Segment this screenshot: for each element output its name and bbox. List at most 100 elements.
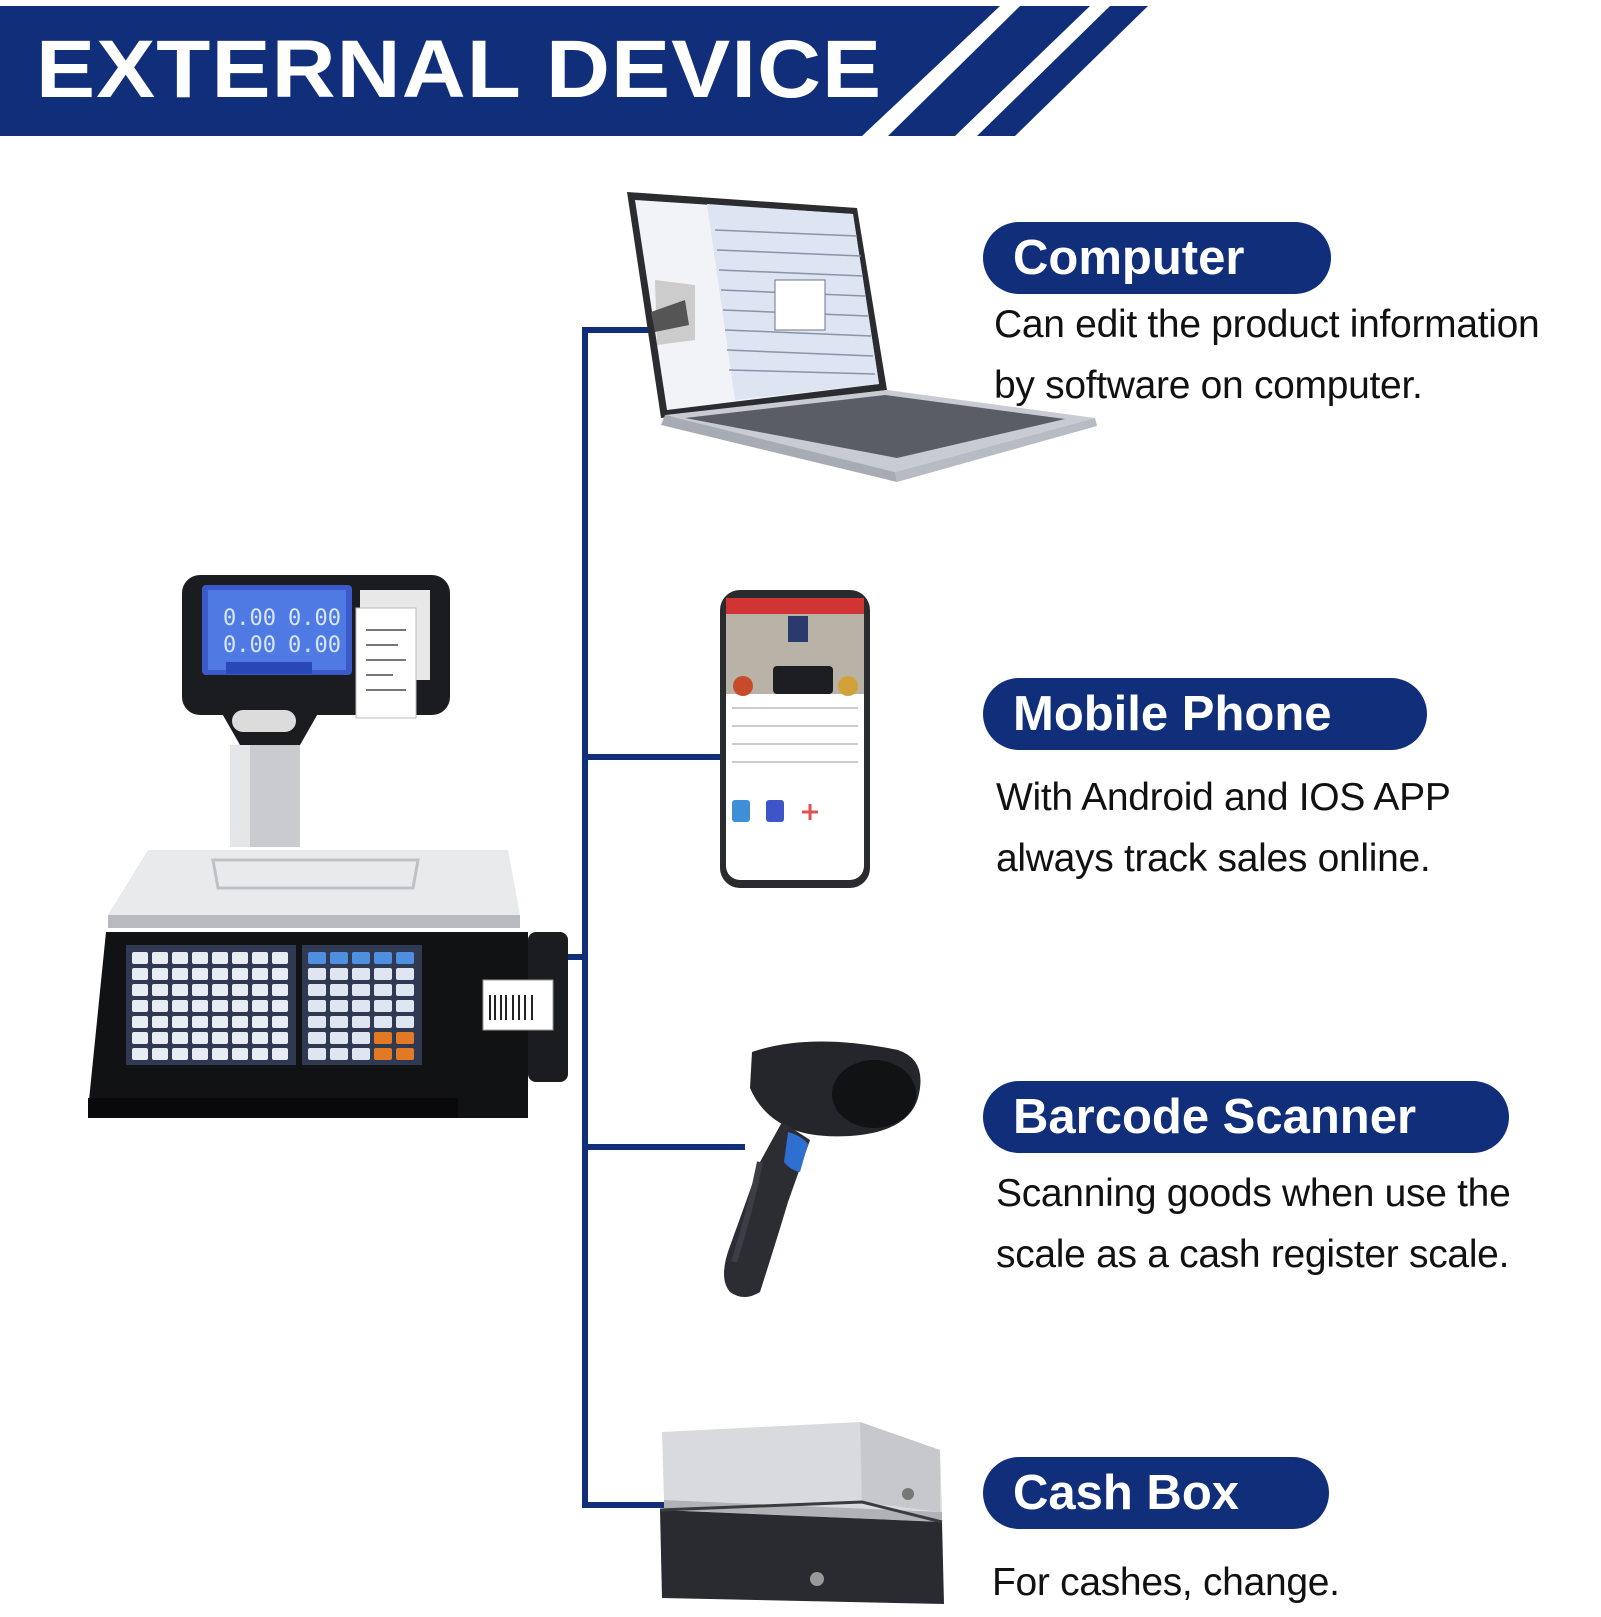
scale-key xyxy=(330,968,348,980)
label-scale-illustration: 0.00 0.00 0.00 0.00 xyxy=(88,575,568,1118)
scale-key xyxy=(308,952,326,964)
scale-key xyxy=(132,968,148,980)
svg-text:0.00: 0.00 xyxy=(288,606,341,631)
scale-key xyxy=(132,984,148,996)
scale-key xyxy=(132,1048,148,1060)
scale-key xyxy=(192,984,208,996)
scale-key xyxy=(212,984,228,996)
scale-key xyxy=(252,1016,268,1028)
scale-key xyxy=(374,1016,392,1028)
scale-key xyxy=(330,952,348,964)
scale-key xyxy=(152,1016,168,1028)
scale-key xyxy=(252,1000,268,1012)
barcode-scanner-label: Barcode Scanner xyxy=(983,1081,1509,1153)
scale-key xyxy=(192,1032,208,1044)
header-stripes xyxy=(0,6,1148,136)
scale-key xyxy=(212,952,228,964)
mobile-phone-description: With Android and IOS APP always track sa… xyxy=(996,767,1451,889)
scale-key xyxy=(232,984,248,996)
scale-key xyxy=(192,968,208,980)
scale-key xyxy=(374,1048,392,1060)
scale-key xyxy=(212,1048,228,1060)
scale-key xyxy=(352,952,370,964)
barcode-scanner-description-line: scale as a cash register scale. xyxy=(996,1233,1510,1276)
scale-key xyxy=(308,1048,326,1060)
scale-key xyxy=(192,1048,208,1060)
scale-key xyxy=(192,952,208,964)
scale-key xyxy=(374,968,392,980)
scale-key xyxy=(308,1016,326,1028)
scale-key xyxy=(330,1032,348,1044)
scale-key xyxy=(172,1000,188,1012)
scale-key xyxy=(330,1000,348,1012)
scale-key xyxy=(272,968,288,980)
laptop-illustration xyxy=(627,192,1097,482)
mobile-phone-illustration xyxy=(720,590,870,888)
computer-label: Computer xyxy=(983,222,1331,294)
scale-key xyxy=(330,984,348,996)
scale-key xyxy=(272,1000,288,1012)
scale-key xyxy=(152,1048,168,1060)
scale-key xyxy=(352,1016,370,1028)
scale-key xyxy=(396,1000,414,1012)
computer-description: Can edit the product information by soft… xyxy=(994,294,1540,416)
scale-key xyxy=(308,1032,326,1044)
scale-key xyxy=(152,984,168,996)
computer-description-line: by software on computer. xyxy=(994,364,1423,407)
scale-key xyxy=(232,952,248,964)
scale-key xyxy=(396,984,414,996)
scale-key xyxy=(152,1032,168,1044)
barcode-scanner-description: Scanning goods when use the scale as a c… xyxy=(996,1163,1511,1285)
scale-key xyxy=(152,968,168,980)
scale-key xyxy=(374,952,392,964)
scale-key xyxy=(132,952,148,964)
scale-key xyxy=(232,1032,248,1044)
scale-key xyxy=(352,984,370,996)
scale-key xyxy=(212,1000,228,1012)
page-title: EXTERNAL DEVICE xyxy=(36,24,883,115)
header-banner: EXTERNAL DEVICE xyxy=(0,0,1601,145)
scale-key xyxy=(252,952,268,964)
scale-key xyxy=(232,1016,248,1028)
scale-key xyxy=(396,968,414,980)
mobile-phone-description-line: With Android and IOS APP xyxy=(996,776,1451,819)
svg-text:0.00: 0.00 xyxy=(223,633,276,658)
cash-box-description-line: For cashes, change. xyxy=(992,1561,1340,1604)
scale-key xyxy=(192,1000,208,1012)
scale-key xyxy=(330,1048,348,1060)
scale-key xyxy=(212,968,228,980)
scale-key xyxy=(352,1000,370,1012)
scale-key xyxy=(212,1032,228,1044)
cash-box-label: Cash Box xyxy=(983,1457,1329,1529)
scale-key xyxy=(172,1048,188,1060)
scale-key xyxy=(212,1016,228,1028)
scale-key xyxy=(152,952,168,964)
computer-description-line: Can edit the product information xyxy=(994,303,1540,346)
scale-key xyxy=(396,1032,414,1044)
scale-key xyxy=(252,1048,268,1060)
scale-key xyxy=(172,1032,188,1044)
scale-key xyxy=(152,1000,168,1012)
scale-key xyxy=(308,968,326,980)
scale-key xyxy=(396,952,414,964)
scale-key xyxy=(396,1048,414,1060)
barcode-scanner-description-line: Scanning goods when use the xyxy=(996,1172,1511,1215)
scale-key xyxy=(308,1000,326,1012)
cash-box-illustration xyxy=(659,1422,944,1604)
scale-key xyxy=(396,1016,414,1028)
scale-key xyxy=(172,952,188,964)
scale-key xyxy=(252,1032,268,1044)
scale-key xyxy=(272,952,288,964)
svg-text:0.00: 0.00 xyxy=(288,633,341,658)
scale-key xyxy=(352,968,370,980)
scale-key xyxy=(374,1000,392,1012)
scale-key xyxy=(374,1032,392,1044)
scale-key xyxy=(352,1032,370,1044)
scale-key xyxy=(232,968,248,980)
scale-key xyxy=(352,1048,370,1060)
scale-key xyxy=(192,1016,208,1028)
mobile-phone-description-line: always track sales online. xyxy=(996,837,1431,880)
scale-key xyxy=(172,968,188,980)
barcode-scanner-illustration xyxy=(724,1041,921,1297)
scale-key xyxy=(272,984,288,996)
